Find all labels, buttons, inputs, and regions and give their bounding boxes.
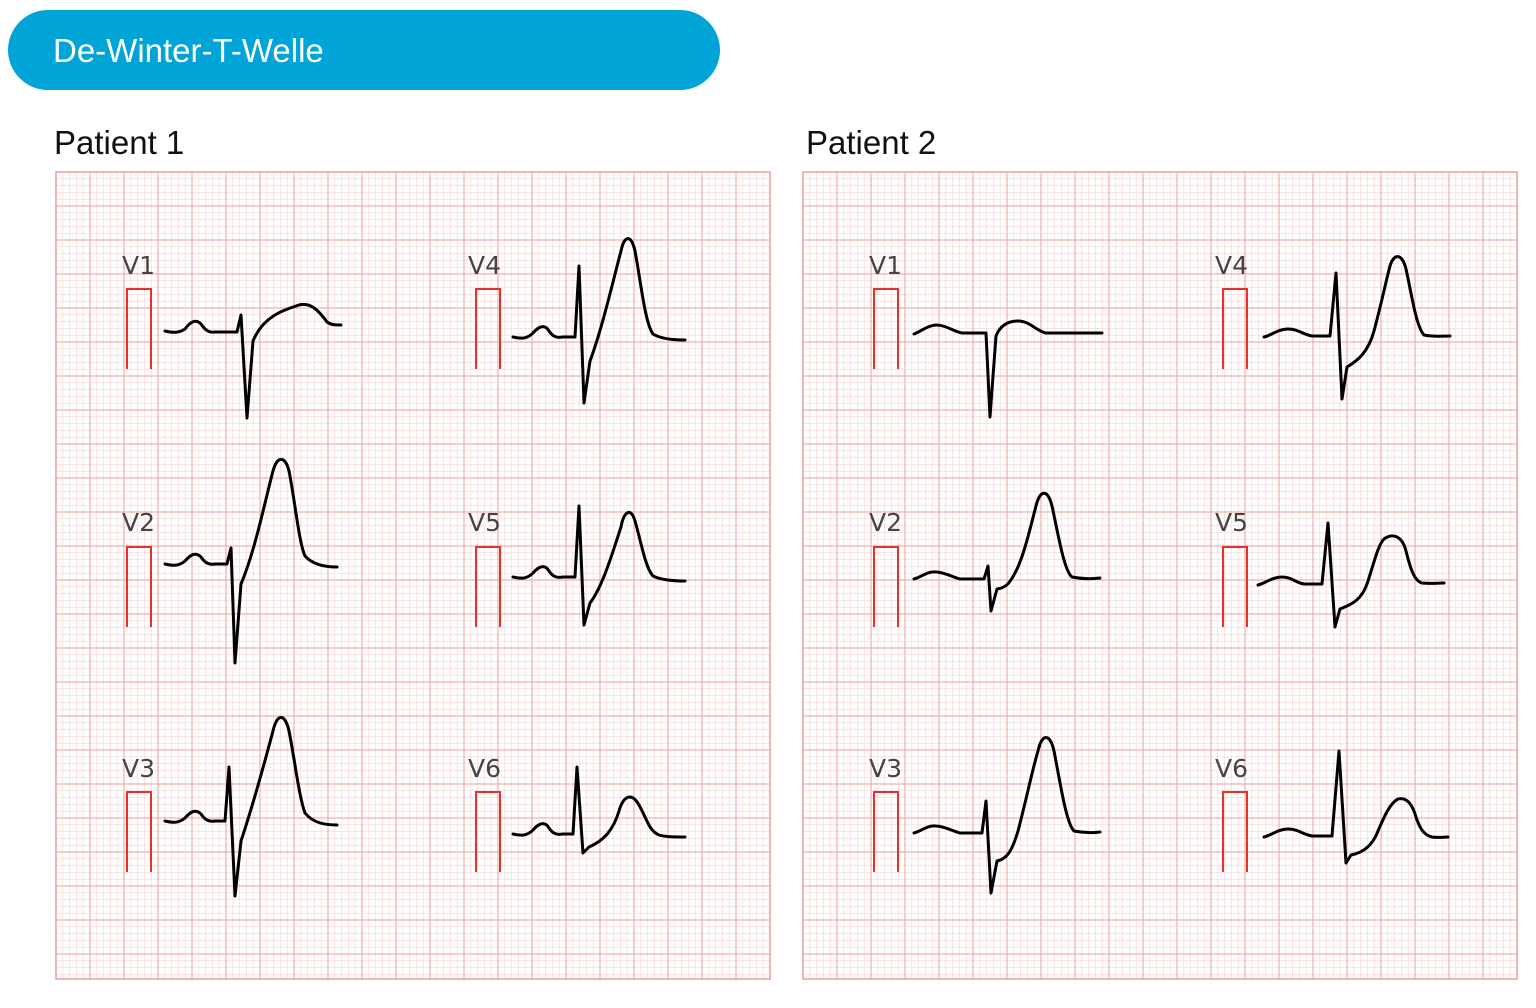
lead-v4: V4 [468,237,687,405]
lead-v4: V4 [1215,251,1452,401]
ecg-trace [1256,521,1446,629]
ecg-trace [511,504,687,627]
patient-1-label: Patient 1 [54,124,185,161]
ecg-trace [912,491,1102,613]
calibration-pulse [475,288,501,369]
ecg-trace [912,319,1104,419]
calibration-pulse [873,791,899,872]
lead-v2-label: V2 [869,508,902,537]
lead-v1-label: V1 [869,251,902,280]
lead-v3-label: V3 [122,754,155,783]
calibration-pulse [1222,546,1248,627]
lead-v3-label: V3 [869,754,902,783]
lead-v4-label: V4 [1215,251,1248,280]
lead-v2: V2 [869,491,1102,627]
lead-v6-label: V6 [1215,754,1248,783]
calibration-pulse [126,288,152,369]
ecg-trace [1262,255,1452,401]
calibration-pulse [873,546,899,627]
lead-v5-label: V5 [468,508,501,537]
lead-v2-label: V2 [122,508,155,537]
ecg-trace [163,302,343,420]
calibration-pulse [873,288,899,369]
ecg-trace [912,736,1102,895]
lead-v5: V5 [1215,508,1446,629]
calibration-pulse [475,546,501,627]
ecg-grid [802,171,1518,980]
patient-1-ecg-panel: V1 V2 V3 V4 V5 V6 [55,171,771,980]
lead-v5-label: V5 [1215,508,1248,537]
calibration-pulse [126,791,152,872]
ecg-trace [511,765,687,855]
lead-v1: V1 [869,251,1104,419]
grid-minor-lines [803,172,1517,979]
patient-2-label: Patient 2 [806,124,937,161]
grid-border [55,171,771,980]
ecg-trace [1262,749,1450,865]
ecg-grid [55,171,771,980]
patient-2-ecg-panel: V1 V2 V3 V4 V5 V6 [802,171,1518,980]
ecg-trace [163,716,339,898]
figure-title: De-Winter-T-Welle [53,31,324,69]
lead-v6-label: V6 [468,754,501,783]
calibration-pulse [1222,791,1248,872]
ecg-trace [511,237,687,405]
calibration-pulse [1222,288,1248,369]
grid-major-lines [55,171,771,979]
grid-minor-lines [56,172,770,979]
lead-v3: V3 [869,736,1102,895]
lead-v4-label: V4 [468,251,501,280]
lead-v5: V5 [468,504,687,627]
lead-v2: V2 [122,457,339,665]
lead-v6: V6 [1215,749,1450,872]
calibration-pulse [126,546,152,627]
lead-v1: V1 [122,251,343,420]
calibration-pulse [475,791,501,872]
lead-v1-label: V1 [122,251,155,280]
lead-v6: V6 [468,754,687,872]
title-banner: De-Winter-T-Welle [8,10,720,90]
ecg-trace [163,457,339,665]
grid-border [802,171,1518,980]
lead-v3: V3 [122,716,339,898]
